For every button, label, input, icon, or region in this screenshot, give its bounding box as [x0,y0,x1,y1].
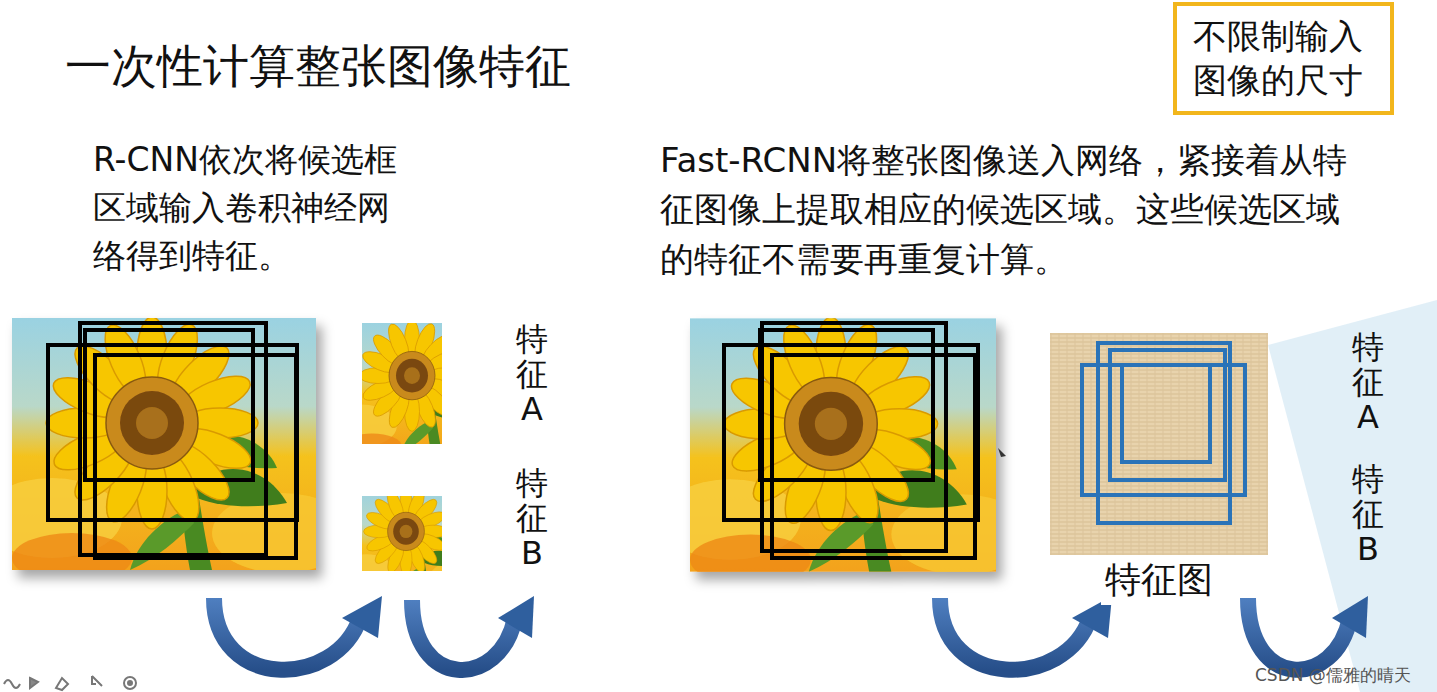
note-text: 不限制输入 图像的尺寸 [1193,14,1373,102]
feature-label: 特征B [1352,462,1384,568]
note-box: 不限制输入 图像的尺寸 [1173,2,1394,115]
feature-label: 特征A [516,322,548,428]
feature-map: 特征图 [1050,333,1268,605]
map-caption: 特征图 [1101,556,1217,605]
watermark: CSDN @儒雅的晴天 [1255,664,1411,687]
slide-title: 一次性计算整张图像特征 [65,36,571,98]
rcnn-description: R-CNN依次将候选框区域输入卷积神经网络得到特征。 [93,136,405,280]
fast-rcnn-description: Fast-RCNN将整张图像送入网络，紧接着从特征图像上提取相应的候选区域。这些… [660,136,1365,284]
feature-label: 特征B [516,466,548,572]
feature-label: 特征A [1352,330,1384,436]
